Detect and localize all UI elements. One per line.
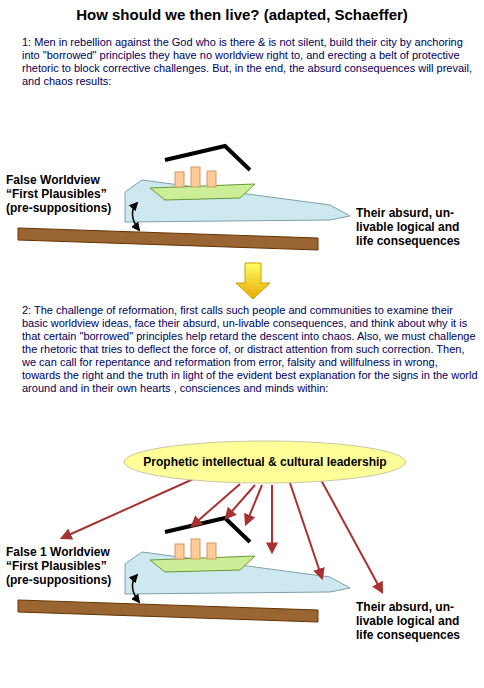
leadership-ellipse: Prophetic intellectual & cultural leader… xyxy=(123,440,406,484)
paragraph: 1: Men in rebellion against the God who … xyxy=(22,36,478,88)
worldview-label: False Worldview “First Plausibles” (pre-… xyxy=(6,173,122,215)
consequence-label: Their absurd, un-livable logical and lif… xyxy=(356,206,480,248)
paragraph: 2: The challenge of reformation, first c… xyxy=(22,304,478,395)
down-arrow xyxy=(236,263,270,299)
node-text: Prophetic intellectual & cultural leader… xyxy=(123,455,406,469)
worldview-label: False 1 Worldview “First Plausibles” (pr… xyxy=(6,545,122,587)
consequence-label: Their absurd, un-livable logical and lif… xyxy=(356,600,480,642)
title: How should we then live? (adapted, Schae… xyxy=(4,6,480,23)
